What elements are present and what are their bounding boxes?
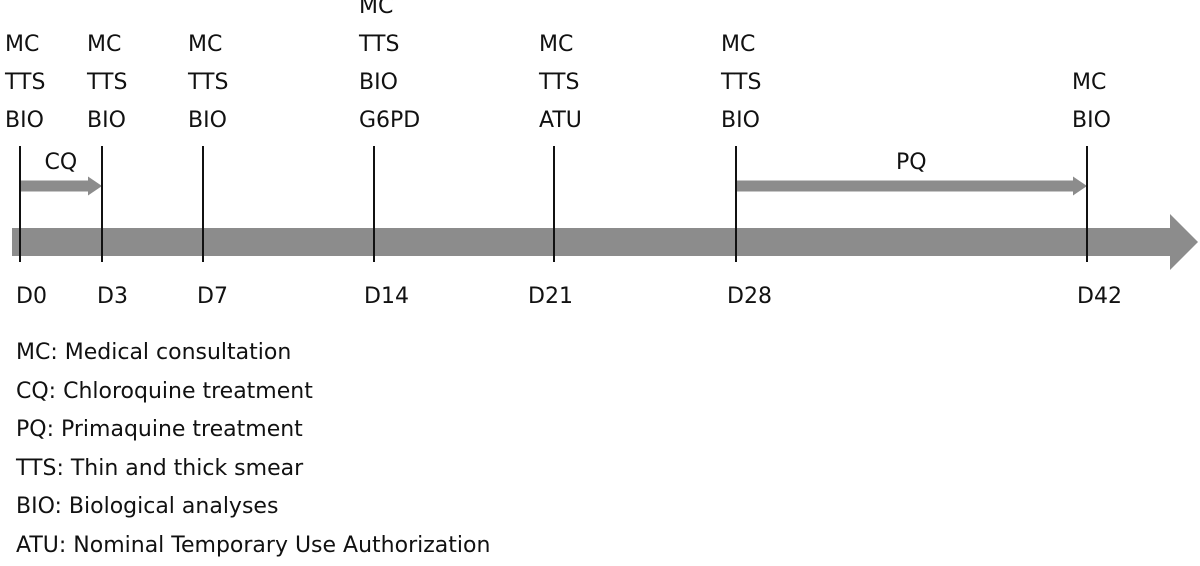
- activity-mc: MC: [721, 32, 756, 57]
- legend-item-tts: TTS: Thin and thick smear: [16, 455, 304, 481]
- timeline-bar: [12, 228, 1170, 256]
- activity-bio: BIO: [721, 108, 760, 133]
- activity-bio: BIO: [188, 108, 227, 133]
- activity-bio: BIO: [359, 70, 398, 95]
- activity-stack-d7: MC TTS BIO: [188, 26, 228, 140]
- activity-tts: TTS: [721, 70, 762, 95]
- activity-mc: MC: [188, 32, 223, 57]
- activity-mc: MC: [87, 32, 122, 57]
- activity-mc: MC: [1072, 70, 1107, 95]
- legend-item-bio: BIO: Biological analyses: [16, 494, 279, 519]
- legend-item-pq: PQ: Primaquine treatment: [16, 417, 303, 442]
- activity-tts: TTS: [188, 70, 229, 95]
- timeline-arrowhead: [1170, 214, 1198, 270]
- treatment-arrowhead-pq: [1073, 176, 1087, 196]
- legend-item-mc: MC: Medical consultation: [16, 340, 292, 365]
- activity-bio: BIO: [5, 108, 44, 133]
- activity-atu: ATU: [539, 108, 582, 133]
- day-label-d14: D14: [364, 284, 409, 309]
- activity-stack-d0: MC TTS BIO: [5, 26, 45, 140]
- day-label-d42: D42: [1077, 284, 1122, 309]
- legend-item-cq: CQ: Chloroquine treatment: [16, 378, 313, 404]
- day-label-d28: D28: [727, 284, 772, 309]
- activity-mc: MC: [539, 32, 574, 57]
- activity-bio: BIO: [87, 108, 126, 133]
- day-label-d3: D3: [97, 284, 128, 309]
- legend-item-atu: ATU: Nominal Temporary Use Authorization: [16, 532, 491, 558]
- treatment-arrow-pq: [736, 180, 1073, 192]
- activity-tts: TTS: [5, 70, 46, 95]
- activity-tts: TTS: [539, 70, 580, 95]
- day-label-d21: D21: [528, 284, 573, 309]
- activity-stack-d3: MC TTS BIO: [87, 26, 127, 140]
- treatment-arrow-cq: [20, 180, 88, 192]
- activity-stack-d28: MC TTS BIO: [721, 26, 761, 140]
- activity-stack-d42: MC BIO: [1072, 64, 1111, 140]
- treatment-arrowhead-cq: [88, 176, 102, 196]
- day-label-d7: D7: [197, 284, 228, 309]
- activity-mc: MC: [5, 32, 40, 57]
- activity-bio: BIO: [1072, 108, 1111, 133]
- activity-g6pd: G6PD: [359, 108, 421, 133]
- day-label-d0: D0: [16, 284, 47, 309]
- activity-tts: TTS: [87, 70, 128, 95]
- treatment-label-pq: PQ: [896, 150, 927, 175]
- treatment-label-cq: CQ: [44, 150, 78, 175]
- activity-mc: MC: [359, 0, 394, 19]
- activity-stack-d14: MC TTS BIO G6PD: [359, 0, 420, 140]
- legend: MC: Medical consultation CQ: Chloroquine…: [16, 334, 490, 565]
- activity-stack-d21: MC TTS ATU: [539, 26, 582, 140]
- activity-tts: TTS: [359, 32, 400, 57]
